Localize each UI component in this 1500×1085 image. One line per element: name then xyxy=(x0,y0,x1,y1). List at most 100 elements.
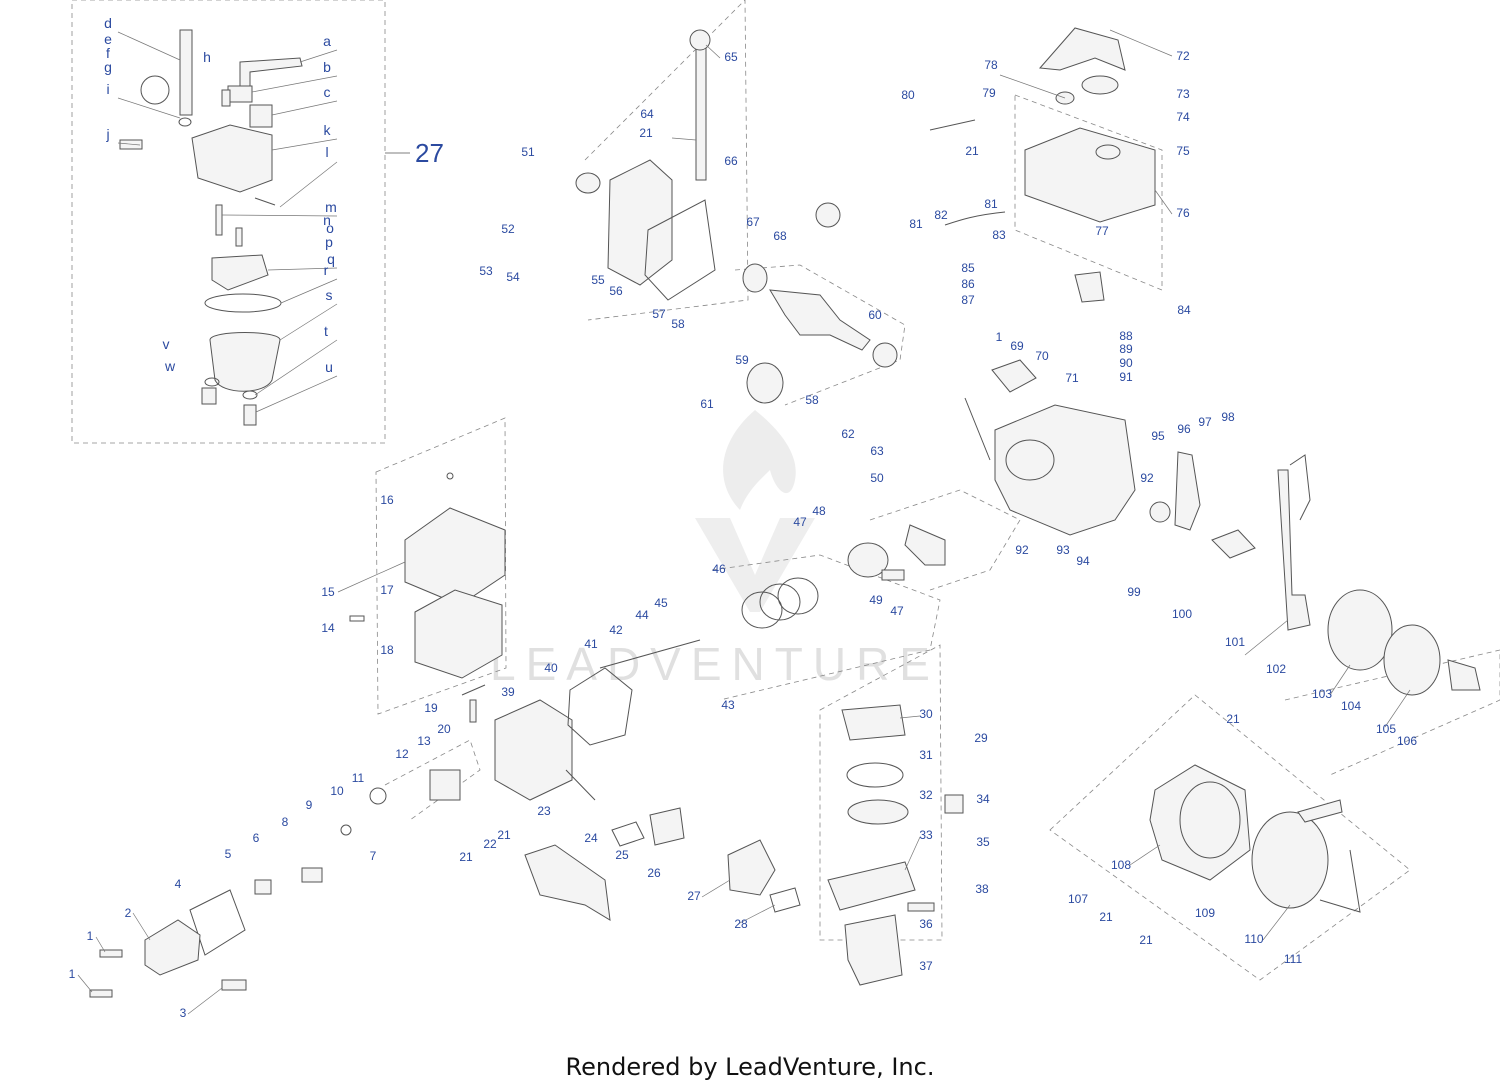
part-label-48: 48 xyxy=(812,504,826,518)
part-label-65: 65 xyxy=(724,50,738,64)
part-jet-n xyxy=(235,227,243,247)
part-foam-element-31 xyxy=(846,762,904,788)
part-label-88: 88 xyxy=(1119,329,1133,343)
part-label-40: 40 xyxy=(544,661,558,675)
part-label-35: 35 xyxy=(976,835,990,849)
part-throttle-plate-e xyxy=(140,75,170,105)
part-label-22: 22 xyxy=(483,837,497,851)
part-screws-16 xyxy=(446,472,454,480)
part-label-4: 4 xyxy=(175,877,182,891)
blower-housing-parts xyxy=(1149,764,1361,913)
part-tube-36 xyxy=(907,902,935,912)
part-label-t: t xyxy=(324,323,328,339)
part-label-v: v xyxy=(163,336,170,352)
part-screw-h xyxy=(221,89,231,107)
part-head-gasket-40 xyxy=(567,667,633,746)
carburetor-inset-parts xyxy=(119,29,303,426)
part-label-14: 14 xyxy=(321,621,335,635)
part-label-21: 21 xyxy=(1226,712,1240,726)
cylinder-head-parts xyxy=(89,639,701,998)
muffler-parts xyxy=(349,472,506,723)
part-rocker-arm-5 xyxy=(254,879,272,895)
part-label-110: 110 xyxy=(1244,932,1263,946)
part-label-74: 74 xyxy=(1176,110,1190,124)
carburetor-inset-box xyxy=(71,0,386,444)
part-blower-housing-108 xyxy=(1149,764,1251,881)
part-screws-14 xyxy=(349,615,365,622)
part-crankcase-cover-55 xyxy=(607,159,673,286)
part-label-76: 76 xyxy=(1176,206,1190,220)
part-air-base-33 xyxy=(827,861,916,911)
part-label-100: 100 xyxy=(1172,607,1192,621)
part-label-37: 37 xyxy=(919,959,933,973)
part-label-60: 60 xyxy=(868,308,882,322)
part-label-l: l xyxy=(325,144,328,160)
part-label-47: 47 xyxy=(890,604,904,618)
part-label-90: 90 xyxy=(1119,356,1133,370)
part-label-17: 17 xyxy=(380,583,394,597)
part-paper-element-32 xyxy=(847,799,909,825)
air-filter-parts xyxy=(827,704,964,986)
part-label-21: 21 xyxy=(965,144,979,158)
part-camshaft-gear-61 xyxy=(746,362,784,404)
part-label-83: 83 xyxy=(992,228,1006,242)
part-label-21: 21 xyxy=(1139,933,1153,947)
part-label-7: 7 xyxy=(370,849,377,863)
part-label-38: 38 xyxy=(975,882,989,896)
part-plate-c xyxy=(249,104,273,128)
part-label-p: p xyxy=(325,234,333,250)
part-bearing-58a xyxy=(742,263,768,293)
part-label-52: 52 xyxy=(501,222,515,236)
part-gasket-r xyxy=(204,293,282,313)
part-dipstick-tube-101 xyxy=(1289,454,1311,521)
watermark-v-icon xyxy=(695,518,815,612)
part-label-8: 8 xyxy=(282,815,289,829)
part-label-61: 61 xyxy=(700,397,714,411)
part-label-31: 31 xyxy=(919,748,933,762)
part-label-21: 21 xyxy=(459,850,473,864)
part-label-2: 2 xyxy=(125,906,132,920)
part-label-50: 50 xyxy=(870,471,884,485)
part-label-43: 43 xyxy=(721,698,735,712)
part-label-w: w xyxy=(164,358,176,374)
part-label-84: 84 xyxy=(1177,303,1191,317)
part-rod-80 xyxy=(929,119,976,131)
part-label-93: 93 xyxy=(1056,543,1070,557)
part-rocker-arm-6 xyxy=(301,867,323,883)
part-label-h: h xyxy=(203,49,211,65)
part-label-80: 80 xyxy=(901,88,915,102)
part-tank-cover-72 xyxy=(1038,27,1126,71)
fuel-tank-parts xyxy=(929,27,1156,303)
part-flywheel-103 xyxy=(1327,589,1393,671)
part-retainer-9 xyxy=(340,824,352,836)
part-label-41: 41 xyxy=(584,637,598,651)
part-label-81: 81 xyxy=(984,197,998,211)
part-label-13: 13 xyxy=(417,734,431,748)
inset-label-27: 27 xyxy=(415,138,444,168)
part-gasket-57 xyxy=(644,199,716,301)
part-engine-block xyxy=(994,404,1136,536)
part-washer-t xyxy=(242,390,258,400)
part-label-89: 89 xyxy=(1119,342,1133,356)
part-label-104: 104 xyxy=(1341,699,1361,713)
part-label-9: 9 xyxy=(306,798,313,812)
part-label-111: 111 xyxy=(1284,952,1303,966)
part-lever-b xyxy=(227,85,253,103)
crankshaft-group-box xyxy=(734,264,906,406)
part-label-86: 86 xyxy=(961,277,975,291)
part-fan-104 xyxy=(1383,624,1441,696)
part-crankshaft-59 xyxy=(769,289,871,351)
part-label-54: 54 xyxy=(506,270,520,284)
part-label-68: 68 xyxy=(773,229,787,243)
part-label-34: 34 xyxy=(976,792,990,806)
part-grommet-34 xyxy=(944,794,964,814)
part-label-59: 59 xyxy=(735,353,749,367)
part-label-j: j xyxy=(105,126,109,142)
part-blower-opening xyxy=(1179,781,1241,859)
part-label-47: 47 xyxy=(793,515,807,529)
part-label-46: 46 xyxy=(712,562,726,576)
part-label-66: 66 xyxy=(724,154,738,168)
part-label-101: 101 xyxy=(1225,635,1245,649)
